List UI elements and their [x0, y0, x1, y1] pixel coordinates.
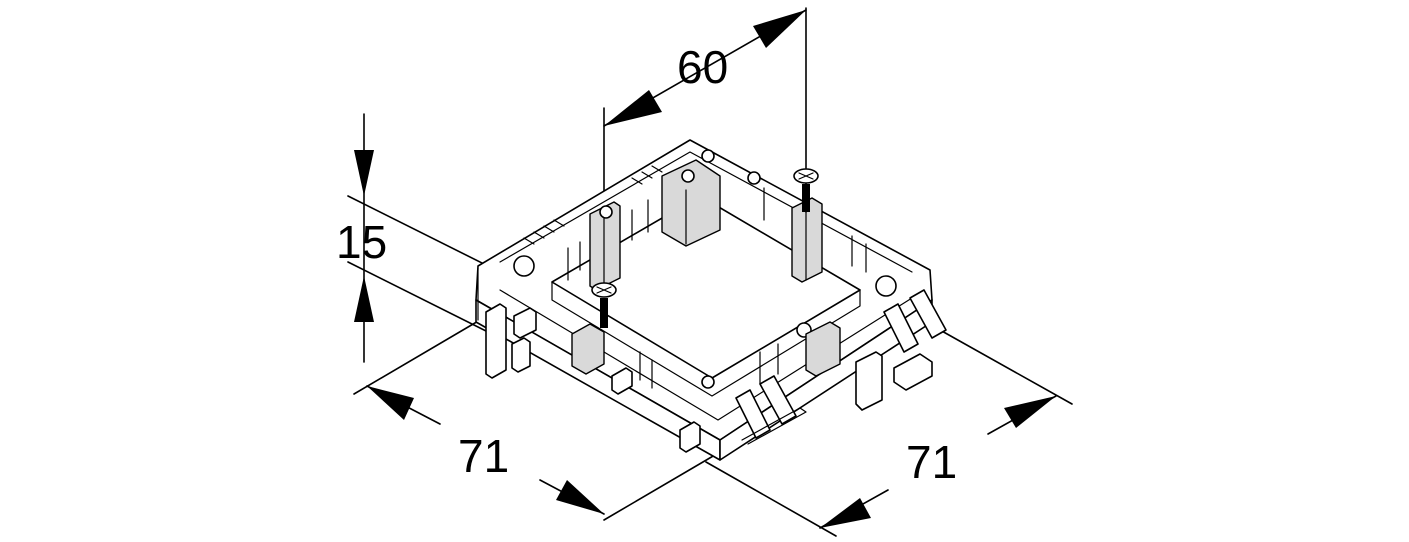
- rim-hole: [599, 205, 613, 219]
- arrowhead: [354, 150, 374, 196]
- frame-inner-wall: [551, 281, 861, 397]
- arrowhead: [367, 386, 414, 420]
- arrowhead: [753, 10, 806, 48]
- dimension-label-71-left: 71: [458, 430, 509, 482]
- screw-right: [793, 168, 819, 213]
- rim-hole: [701, 149, 715, 163]
- extension-line: [347, 261, 501, 339]
- back-post-right: [791, 197, 823, 283]
- arrowhead: [354, 276, 374, 322]
- wall-slots: [567, 187, 867, 389]
- edge-ribs: [523, 165, 663, 245]
- corner-hole-right: [875, 275, 897, 297]
- clip-tab: [513, 307, 537, 339]
- rim-hole: [747, 171, 761, 185]
- front-post-left: [571, 323, 605, 375]
- screw-left: [591, 282, 617, 328]
- front-post-right: [805, 321, 841, 377]
- rim-hole: [701, 375, 715, 389]
- dimension-60: 60: [603, 7, 807, 206]
- back-post-left: [589, 201, 621, 291]
- dimension-label-71-right: 71: [906, 436, 957, 488]
- arrowhead: [1004, 396, 1056, 428]
- back-post-center: [661, 159, 721, 247]
- extension-line: [603, 451, 721, 521]
- dimension-label-60: 60: [677, 41, 728, 93]
- clip-tab: [611, 367, 633, 395]
- dimension-15: 15: [336, 113, 549, 363]
- extension-line: [705, 461, 837, 537]
- dimension-71-right: 71: [705, 329, 1073, 537]
- arrowhead: [604, 90, 662, 126]
- latch-clips-left: [477, 267, 531, 379]
- latch-clips-right: [735, 289, 947, 445]
- arrowhead: [556, 480, 604, 514]
- corner-hole-left: [513, 255, 535, 277]
- extension-line: [939, 329, 1073, 405]
- dimension-label-15: 15: [336, 216, 387, 268]
- mounting-frame: [475, 139, 947, 461]
- arrowhead: [820, 498, 871, 528]
- clip-tab: [679, 421, 701, 453]
- dimension-71-left: 71: [353, 319, 721, 521]
- extension-line: [353, 319, 481, 395]
